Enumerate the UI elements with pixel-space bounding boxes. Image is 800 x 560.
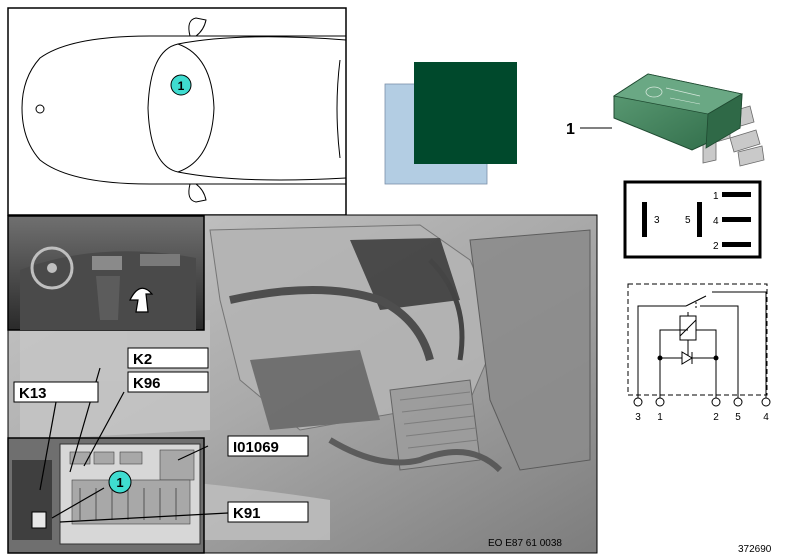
schematic-pin-2: 2: [713, 412, 719, 423]
image-number: 372690: [738, 544, 772, 555]
schematic-pin-1: 1: [657, 412, 663, 423]
car-outline: [21, 17, 347, 203]
label-k96: K96: [127, 371, 209, 393]
car-callout-text: 1: [178, 79, 185, 93]
pin-label-2: 2: [713, 241, 719, 252]
pin-label-4: 4: [713, 216, 719, 227]
curved-arrow-icon: [129, 287, 154, 313]
interior-inset: [7, 215, 205, 331]
schematic-pin-5: 5: [735, 412, 741, 423]
label-k13: K13: [13, 381, 99, 403]
photo-code: EO E87 61 0038: [488, 538, 562, 549]
label-k13-text: K13: [19, 385, 47, 402]
photo-callout-text: 1: [116, 475, 123, 490]
photo-callout-1: 1: [108, 470, 132, 494]
label-k2: K2: [127, 347, 209, 369]
label-k96-text: K96: [133, 375, 161, 392]
car-overview-panel: 1: [7, 7, 347, 216]
label-i01069: I01069: [227, 435, 309, 457]
relay-pin-symbol: 3 5 1 4 2: [623, 180, 762, 259]
label-k2-text: K2: [133, 351, 152, 368]
color-swatches: [384, 62, 517, 185]
pin-label-1: 1: [713, 191, 719, 202]
swatch-dark-green: [414, 62, 517, 164]
relay-illustration: 1: [566, 73, 765, 167]
label-k91-text: K91: [233, 505, 261, 522]
dashboard-photo: EO E87 61 0038: [7, 214, 598, 554]
relay-schematic: [627, 283, 771, 407]
relay-label-1: 1: [566, 121, 575, 138]
label-i01069-text: I01069: [233, 439, 279, 456]
label-k91: K91: [227, 501, 309, 523]
schematic-pin-4: 4: [763, 412, 769, 423]
schematic-pin-labels: 3 1 2 5 4: [635, 412, 769, 423]
pin-label-3: 3: [654, 215, 660, 226]
pin-label-5: 5: [685, 215, 691, 226]
schematic-pin-3: 3: [635, 412, 641, 423]
fusebox-inset: [7, 437, 205, 554]
car-callout-1: 1: [170, 74, 192, 96]
